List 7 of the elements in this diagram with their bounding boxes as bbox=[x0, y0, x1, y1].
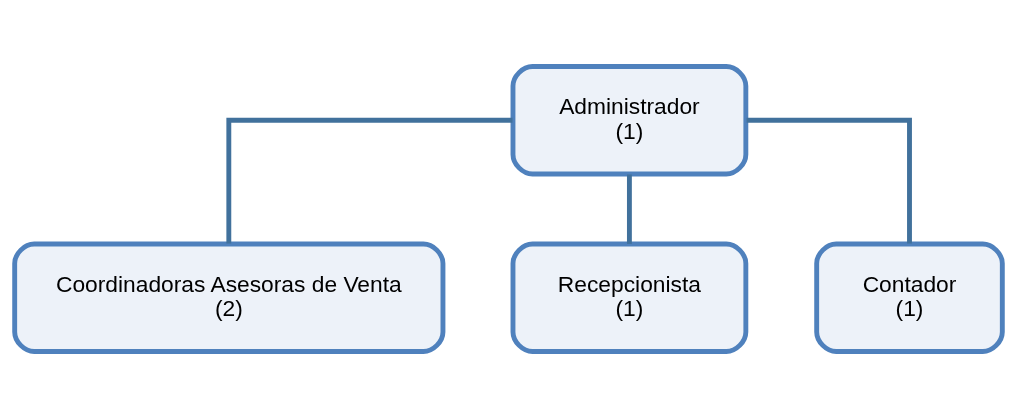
connector bbox=[226, 117, 513, 243]
node-box: Administrador (1) bbox=[510, 63, 749, 176]
node-box: Recepcionista (1) bbox=[510, 241, 749, 354]
connector bbox=[746, 117, 912, 243]
node-box: Contador (1) bbox=[814, 241, 1005, 354]
connector bbox=[626, 174, 632, 244]
node-box: Coordinadoras Asesoras de Venta (2) bbox=[12, 241, 446, 354]
